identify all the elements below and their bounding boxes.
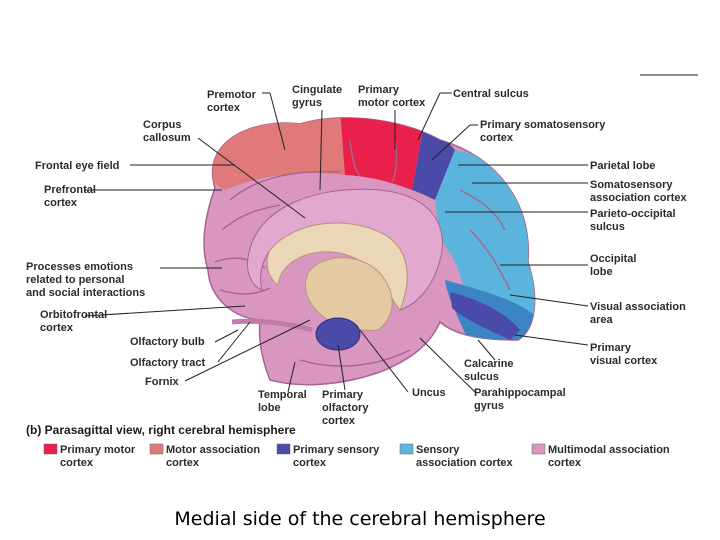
label-central-sulcus: Central sulcus bbox=[453, 88, 529, 100]
view-label: (b) Parasagittal view, right cerebral he… bbox=[26, 423, 296, 437]
primary-olfactory-region bbox=[315, 317, 361, 351]
legend-swatch-multimodal-association bbox=[531, 443, 546, 455]
leader-lines bbox=[84, 74, 698, 393]
label-olfactory-bulb: Olfactory bulb bbox=[130, 336, 205, 348]
region-primary-motor bbox=[340, 117, 425, 190]
legend-swatch-primary-sensory bbox=[276, 443, 291, 455]
label-olfactory-tract: Olfactory tract bbox=[130, 357, 206, 369]
legend-swatch-motor-association bbox=[149, 443, 164, 455]
label-parietal-lobe: Parietal lobe bbox=[590, 160, 655, 172]
thalamus-area bbox=[305, 257, 393, 331]
legend-swatch-primary-motor bbox=[43, 443, 58, 455]
label-fornix: Fornix bbox=[145, 376, 179, 388]
slide-caption: Medial side of the cerebral hemisphere bbox=[174, 508, 546, 530]
label-frontal-eye-field: Frontal eye field bbox=[35, 160, 119, 172]
legend-swatch-sensory-association bbox=[399, 443, 414, 455]
label-uncus: Uncus bbox=[412, 387, 446, 399]
olfactory-tract bbox=[231, 318, 313, 333]
region-primary-visual bbox=[450, 292, 520, 340]
